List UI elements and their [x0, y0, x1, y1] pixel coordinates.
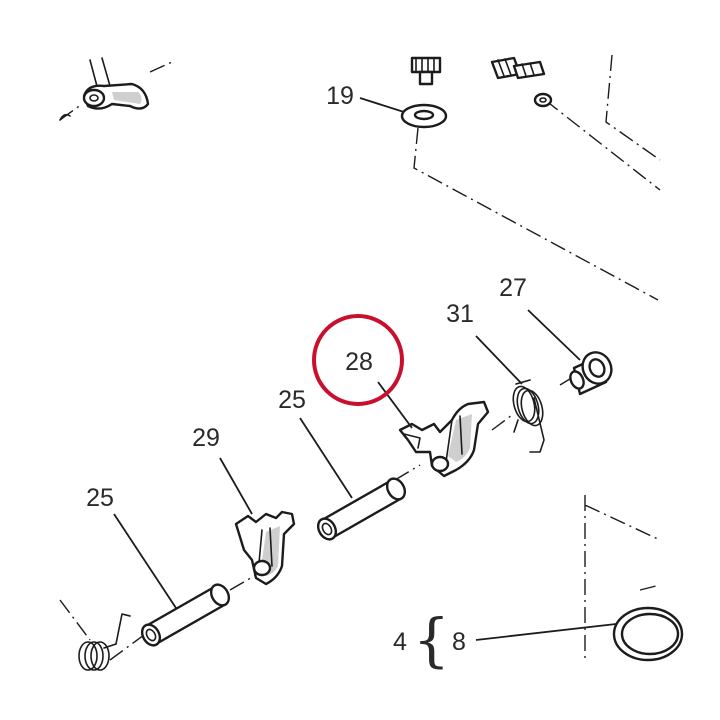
label-8: 8	[452, 628, 466, 656]
part-25-pin-upper	[316, 477, 407, 541]
axis-top-left	[59, 61, 173, 121]
axis-main-shaft	[109, 373, 579, 661]
leader-29	[219, 457, 253, 515]
part-19-washer	[400, 56, 448, 129]
highlight-circle-28	[312, 314, 404, 406]
leader-25-upper	[299, 417, 353, 499]
part-27-bushing	[569, 351, 613, 396]
label-31: 31	[446, 300, 474, 328]
bottom-left-spring	[78, 613, 131, 671]
leader-19	[359, 97, 405, 113]
axis-top-right-frame	[605, 54, 661, 161]
label-19: 19	[326, 82, 354, 110]
leader-25-lower	[113, 513, 177, 609]
label-25-lower: 25	[86, 484, 114, 512]
axis-lower-right-frame	[584, 495, 661, 660]
part-29-latch	[234, 510, 296, 586]
axis-bottom-left	[59, 599, 91, 641]
leader-28	[377, 381, 413, 429]
leader-27	[527, 309, 581, 361]
top-left-lever-part	[59, 57, 150, 121]
label-27: 27	[499, 274, 527, 302]
part-31-torsion-spring	[512, 379, 545, 453]
label-4: 4	[393, 628, 407, 656]
label-25-upper: 25	[278, 386, 306, 414]
part-8-ring	[612, 606, 684, 662]
leader-31	[475, 335, 523, 385]
brace-4-group: {	[413, 606, 450, 674]
label-29: 29	[192, 424, 220, 452]
label-28: 28	[345, 348, 373, 376]
axis-upper-center	[413, 127, 659, 301]
part-25-pin-lower	[140, 583, 231, 647]
axis-lower-right-short	[639, 584, 661, 591]
top-right-screw-part	[490, 56, 553, 108]
leader-8	[475, 623, 617, 641]
axis-upper-right	[544, 99, 661, 191]
part-28-pawl	[398, 400, 490, 478]
